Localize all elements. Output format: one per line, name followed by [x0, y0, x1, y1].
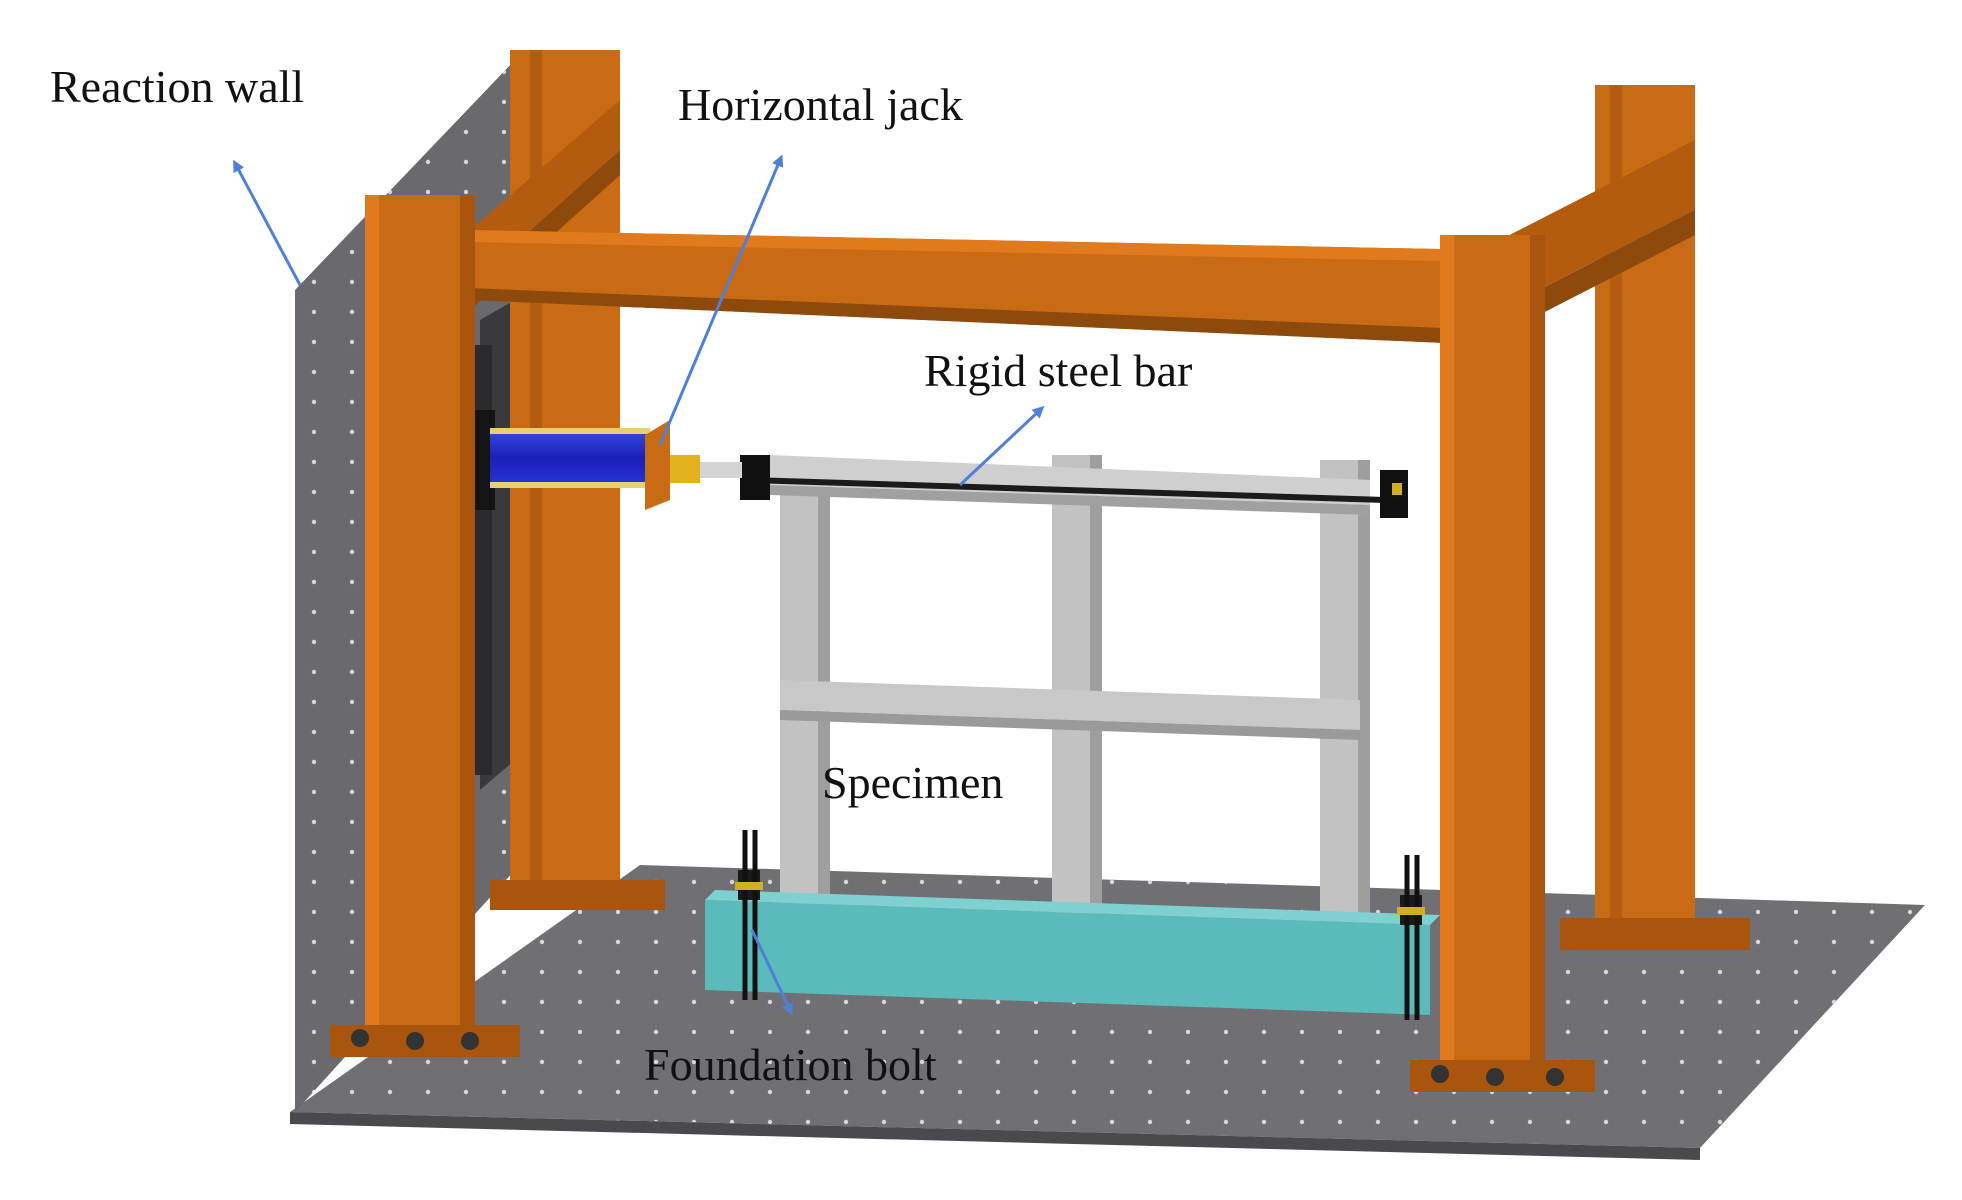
top-beam-front	[470, 230, 1490, 345]
front-right-column	[1410, 235, 1595, 1092]
foundation-bolts	[735, 830, 1425, 1020]
front-left-column	[330, 195, 520, 1057]
foundation-bolt-label: Foundation bolt	[644, 1039, 937, 1090]
rigid-steel-bar	[740, 455, 1408, 518]
callout-arrows	[233, 154, 1045, 1016]
specimen-label: Specimen	[822, 757, 1004, 808]
reaction-wall-label: Reaction wall	[50, 61, 305, 112]
horizontal-jack-label: Horizontal jack	[678, 79, 963, 130]
rigid-steel-bar-arrow	[958, 405, 1045, 487]
specimen	[770, 455, 1370, 920]
reaction-wall-arrow	[233, 159, 302, 286]
horizontal-jack-arrow	[658, 154, 784, 446]
rigid-steel-bar-label: Rigid steel bar	[924, 345, 1193, 396]
foundation-beam	[705, 890, 1440, 1015]
foundation-bolt-arrow	[750, 929, 793, 1016]
